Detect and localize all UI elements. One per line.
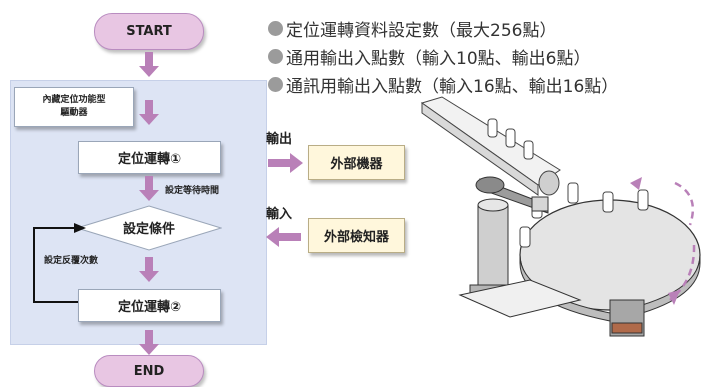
builtin-driver-label: 內藏定位功能型 驅動器 <box>14 87 134 127</box>
rotation-arrows <box>669 181 696 301</box>
feature-item: 通訊用輸出入點數（輸入16點、輸出16點） <box>268 72 707 97</box>
actuator-column <box>469 198 519 298</box>
bullet-icon <box>268 48 283 64</box>
output-label: 輸出 <box>266 132 293 147</box>
feature-item: 通用輸出入點數（輸入10點、輸出6點） <box>268 44 707 69</box>
loop-back-line <box>33 223 86 303</box>
motor <box>609 299 645 337</box>
builtin-driver-label-line2: 驅動器 <box>60 108 88 118</box>
feature-text: 通訊用輸出入點數（輸入16點、輸出16點） <box>286 76 619 97</box>
rotating-arm <box>475 176 549 214</box>
end-label: END <box>133 363 165 379</box>
end-terminal: END <box>94 355 204 387</box>
condition-label: 設定條件 <box>122 222 175 237</box>
arrow-right-icon <box>268 153 303 173</box>
start-label: START <box>126 24 172 39</box>
start-terminal: START <box>94 13 204 50</box>
rotation-arrowhead-icon <box>668 290 680 305</box>
positioning-operation-2-label: 定位運轉② <box>117 300 181 315</box>
bullet-icon <box>268 20 283 36</box>
external-device-box: 外部機器 <box>308 145 405 180</box>
input-label: 輸入 <box>266 207 293 222</box>
positioning-operation-2: 定位運轉② <box>78 289 221 322</box>
arrow-down-icon <box>139 330 159 355</box>
conveyor-parts <box>487 118 534 160</box>
feature-item: 定位運轉資料設定數（最大256點） <box>268 16 707 41</box>
positioning-operation-1: 定位運轉① <box>78 141 221 174</box>
feature-list: 定位運轉資料設定數（最大256點） 通用輸出入點數（輸入10點、輸出6點） 通訊… <box>268 16 707 97</box>
builtin-driver-label-line1: 內藏定位功能型 <box>42 95 106 105</box>
feature-text: 通用輸出入點數（輸入10點、輸出6點） <box>286 48 591 69</box>
arrow-down-icon <box>139 176 159 201</box>
arrow-down-icon <box>139 257 159 282</box>
wait-time-label: 設定等待時間 <box>165 186 220 196</box>
base-plate <box>458 279 582 318</box>
arrow-down-icon <box>139 52 159 77</box>
external-device-label: 外部機器 <box>330 157 383 172</box>
feature-text: 定位運轉資料設定數（最大256點） <box>286 20 557 41</box>
bullet-icon <box>268 76 283 92</box>
external-sensor-box: 外部檢知器 <box>308 218 405 253</box>
rotary-table-illustration <box>420 96 701 337</box>
condition-diamond <box>76 205 222 251</box>
arrow-left-icon <box>266 227 301 247</box>
conveyor-belt <box>420 96 561 196</box>
table-parts <box>519 182 649 248</box>
rotation-arrowhead-icon <box>630 177 642 190</box>
arrow-down-icon <box>139 100 159 125</box>
external-sensor-label: 外部檢知器 <box>323 230 389 245</box>
repeat-count-label: 設定反覆次數 <box>44 256 99 266</box>
positioning-operation-1-label: 定位運轉① <box>117 152 181 167</box>
